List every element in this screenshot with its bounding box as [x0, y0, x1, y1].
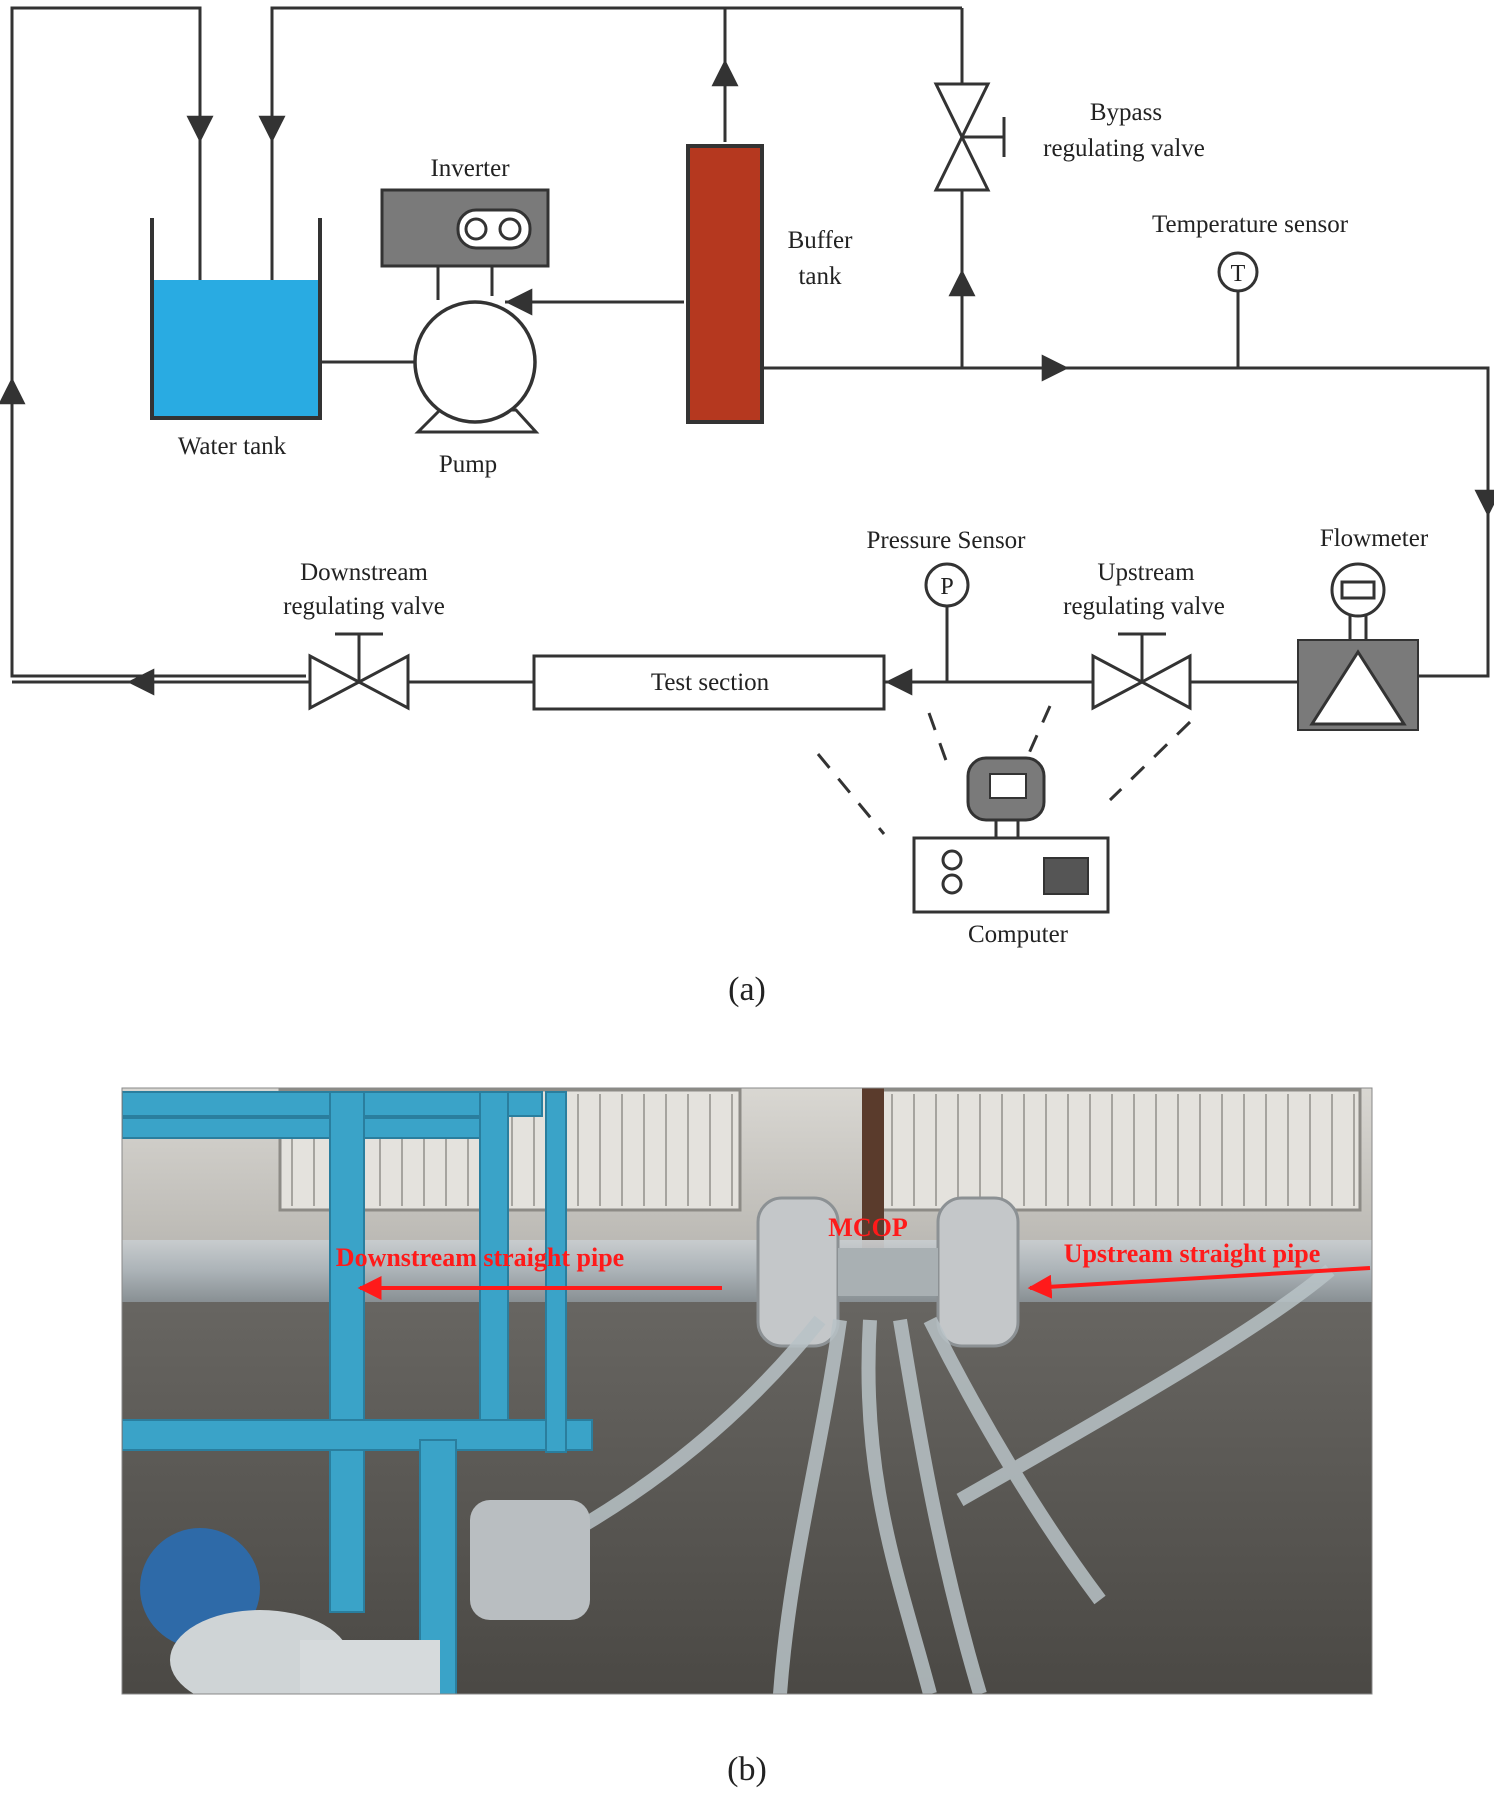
temperature-sensor-label: Temperature sensor	[1152, 211, 1349, 238]
flow-arrows	[0, 59, 1494, 696]
downstream-valve-label-1: Downstream	[300, 559, 428, 586]
photo-flange-right	[936, 1196, 1020, 1348]
upstream-pipe-label: Upstream straight pipe	[1064, 1239, 1321, 1268]
flowmeter-label: Flowmeter	[1320, 525, 1429, 552]
computer-button-icon	[941, 873, 963, 895]
photo-equipment	[140, 1500, 590, 1694]
top-pipe	[270, 6, 962, 304]
mcop-label: MCOP	[828, 1213, 908, 1242]
flowmeter-triangle-icon	[1309, 649, 1407, 726]
pressure-sensor-icon	[924, 562, 970, 608]
pressure-sensor-label: Pressure Sensor	[866, 527, 1026, 554]
buffer-tank-label-2: tank	[798, 263, 842, 290]
buffer-tank-label-1: Buffer	[788, 227, 853, 254]
signal-lines	[816, 705, 1192, 835]
upstream-valve-label-2: regulating valve	[1063, 593, 1225, 620]
downstream-valve-label-2: regulating valve	[283, 593, 445, 620]
main-pipe-right	[764, 366, 1490, 678]
inverter-label: Inverter	[430, 155, 510, 182]
upstream-valve: Upstream regulating valve	[1063, 559, 1225, 711]
pressure-symbol: P	[940, 574, 953, 600]
computer-button-icon	[941, 849, 963, 871]
temperature-sensor: T Temperature sensor	[1152, 211, 1349, 293]
pump: Pump	[413, 300, 540, 478]
bypass-valve: Bypass regulating valve	[933, 82, 1205, 192]
temperature-sensor-icon	[1217, 251, 1259, 293]
radiator-fins	[291, 1094, 1355, 1206]
photo-flange-left	[756, 1196, 840, 1348]
valve-icon	[1138, 653, 1192, 711]
caption-a: (a)	[728, 971, 766, 1008]
photo-post	[862, 1088, 884, 1248]
signal-line	[1024, 705, 1052, 761]
flowmeter-display	[1340, 580, 1376, 600]
upstream-arrow	[1027, 1266, 1371, 1299]
water-tank: Water tank	[150, 218, 322, 460]
valve-icon	[1091, 653, 1146, 711]
caption-b: (b)	[727, 1751, 767, 1788]
signal-line	[1108, 720, 1192, 802]
test-section-label: Test section	[651, 669, 770, 696]
schematic-diagram: Water tank Inverter Pump Buffer tank	[0, 6, 1494, 1008]
valve-icon	[308, 653, 363, 711]
pump-label: Pump	[439, 451, 497, 478]
bypass-label-2: regulating valve	[1043, 135, 1205, 162]
computer: Computer	[912, 756, 1110, 948]
water-tank-outline	[150, 218, 322, 420]
buffer-tank: Buffer tank	[686, 144, 853, 424]
pressure-sensor: P Pressure Sensor	[866, 527, 1026, 608]
pump-icon	[413, 300, 537, 424]
flowmeter: Flowmeter	[1297, 525, 1429, 731]
experimental-photo: Downstream straight pipe Upstream straig…	[121, 1087, 1373, 1788]
buffer-tank-body	[686, 144, 764, 424]
inverter: Inverter	[380, 155, 550, 300]
computer-drive	[1043, 857, 1089, 895]
downstream-valve: Downstream regulating valve	[283, 559, 445, 711]
inverter-knob-icon	[498, 217, 522, 241]
photo-blue-frame	[122, 1091, 593, 1694]
upstream-valve-label-1: Upstream	[1097, 559, 1195, 586]
valve-icon	[933, 82, 991, 141]
signal-line	[927, 712, 950, 767]
temperature-symbol: T	[1231, 261, 1246, 287]
signal-line	[816, 753, 886, 835]
test-section: Test section	[532, 654, 886, 711]
water-fill	[152, 280, 320, 418]
downstream-pipe-label: Downstream straight pipe	[336, 1243, 624, 1272]
test-section-box	[532, 654, 886, 711]
bypass-label-1: Bypass	[1090, 99, 1162, 126]
water-tank-label: Water tank	[178, 433, 287, 460]
monitor-screen	[989, 773, 1027, 799]
inverter-knob-icon	[464, 217, 488, 241]
photo-mcop	[838, 1248, 938, 1296]
computer-label: Computer	[968, 921, 1069, 948]
photo-border	[121, 1087, 1373, 1695]
valve-icon	[355, 653, 410, 711]
valve-icon	[933, 133, 991, 192]
